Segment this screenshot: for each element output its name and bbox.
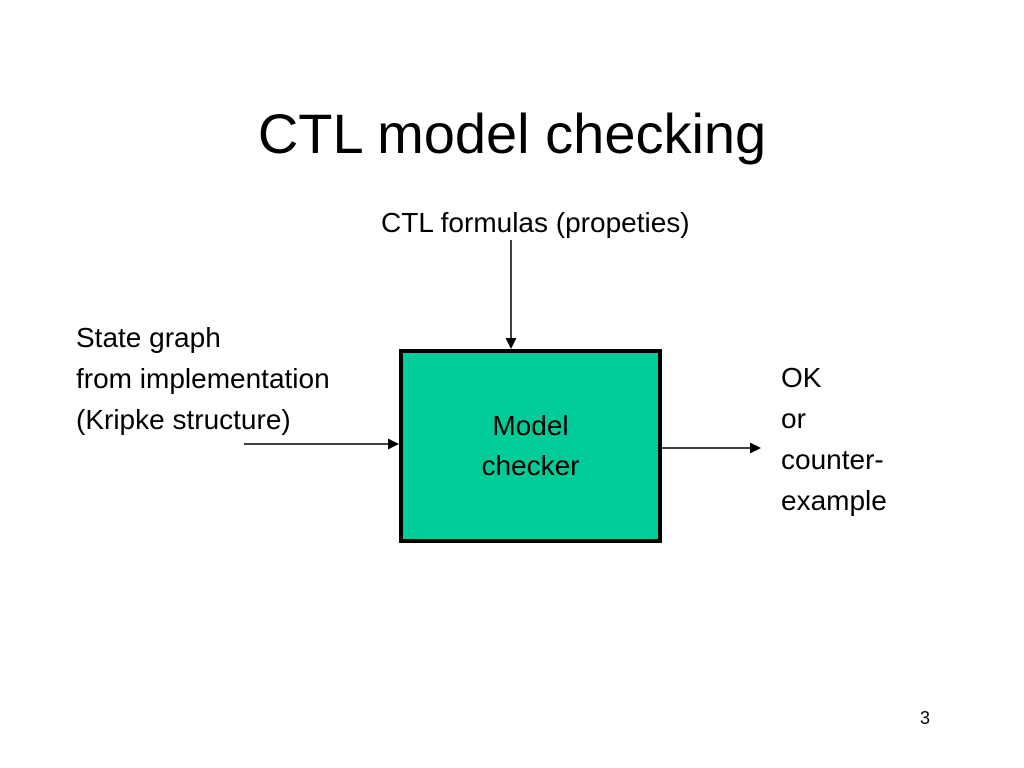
input-label: State graph from implementation (Kripke … — [76, 317, 330, 440]
output-label-line: or — [781, 403, 806, 434]
output-label-line: counter- — [781, 444, 884, 475]
box-label-line: Model — [492, 410, 569, 441]
output-label-line: example — [781, 485, 887, 516]
output-arrow — [660, 442, 761, 454]
page-title: CTL model checking — [257, 102, 767, 165]
output-label: OK or counter- example — [781, 357, 887, 521]
formulas-arrow — [505, 240, 517, 349]
input-label-line: from implementation — [76, 363, 330, 394]
formulas-label: CTL formulas (propeties) — [381, 207, 690, 238]
input-arrow — [244, 438, 399, 450]
input-label-line: (Kripke structure) — [76, 404, 291, 435]
box-label-line: checker — [481, 450, 580, 481]
input-label-line: State graph — [76, 322, 221, 353]
model-checker-box: Model checker — [399, 349, 662, 543]
page-number: 3 — [920, 708, 931, 728]
model-checker-label: Model checker — [481, 406, 579, 486]
output-label-line: OK — [781, 362, 822, 393]
